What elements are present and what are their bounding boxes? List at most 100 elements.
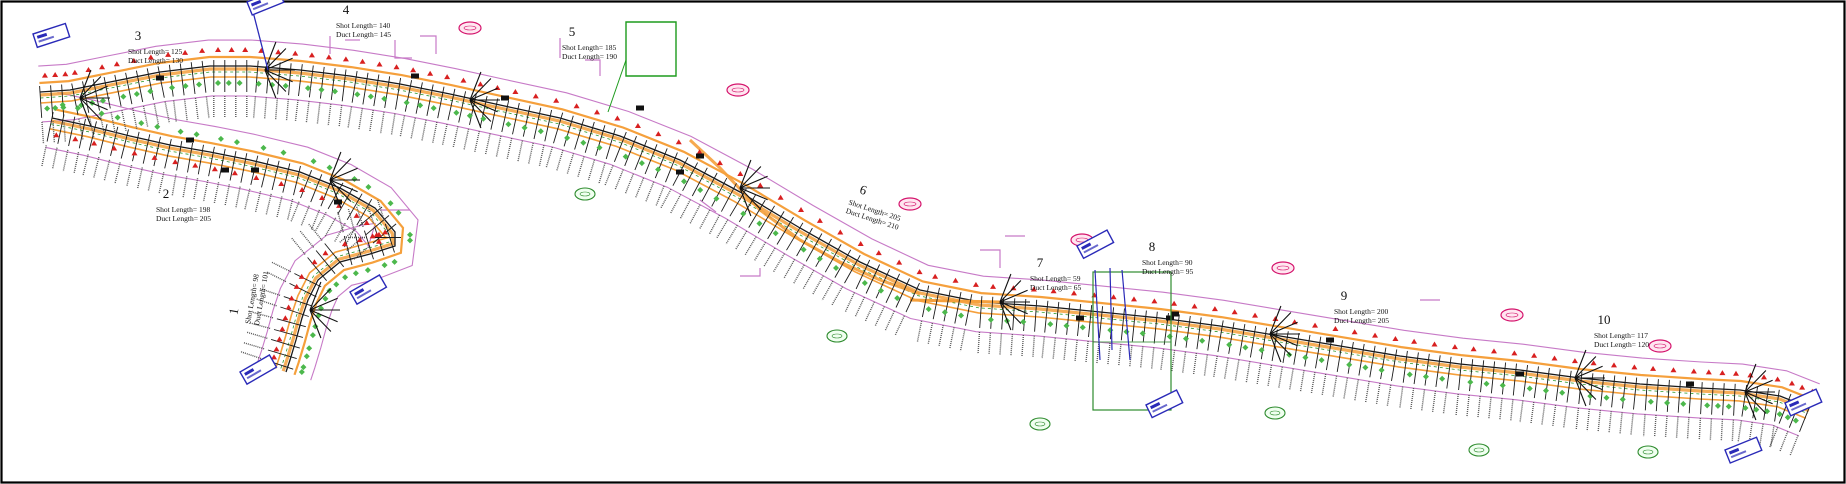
main-tick bbox=[1666, 379, 1670, 412]
vault-box bbox=[334, 199, 342, 205]
main-existing-utility bbox=[40, 71, 1808, 414]
conflict-marker bbox=[1231, 309, 1238, 315]
lower-station-label bbox=[347, 207, 355, 230]
lower-tick bbox=[88, 121, 97, 151]
lower-station-label bbox=[310, 209, 321, 231]
main-station-label bbox=[1789, 435, 1799, 457]
vegetation-marker bbox=[1286, 351, 1293, 358]
main-station-label bbox=[358, 108, 363, 131]
vegetation-marker bbox=[1302, 354, 1309, 361]
intersection-spoke bbox=[1744, 379, 1773, 393]
vegetation-marker bbox=[196, 81, 203, 88]
lower-tick bbox=[365, 215, 390, 236]
conflict-marker bbox=[165, 51, 172, 57]
main-tick bbox=[404, 80, 413, 112]
vault-callout-text-line bbox=[1730, 450, 1747, 459]
intersection-spoke bbox=[264, 57, 293, 71]
vegetation-marker bbox=[74, 105, 81, 112]
vegetation-marker bbox=[306, 345, 313, 352]
intersection-spoke bbox=[309, 297, 338, 311]
main-centerline bbox=[39, 65, 1811, 409]
vegetation-marker bbox=[638, 160, 645, 167]
vegetation-marker bbox=[1714, 402, 1721, 409]
main-tick bbox=[1304, 334, 1311, 367]
conflict-marker bbox=[1670, 367, 1677, 373]
segment-number: 6 bbox=[858, 182, 869, 198]
main-tick bbox=[1325, 338, 1333, 371]
vegetation-marker bbox=[958, 312, 965, 319]
duct-length: Duct Length= 205 bbox=[1334, 316, 1389, 325]
vegetation-marker bbox=[537, 128, 544, 135]
conflict-marker bbox=[41, 72, 48, 78]
intersection-spoke bbox=[329, 167, 358, 181]
main-tick bbox=[644, 144, 658, 175]
vegetation-marker bbox=[681, 178, 687, 185]
vegetation-marker bbox=[596, 144, 603, 151]
main-tick bbox=[1589, 373, 1594, 406]
main-tick bbox=[544, 109, 553, 142]
green-bubble-core bbox=[1034, 421, 1046, 427]
vegetation-marker bbox=[193, 131, 200, 138]
main-station-label bbox=[614, 169, 624, 191]
vegetation-marker bbox=[133, 90, 140, 97]
lower-tick bbox=[99, 123, 108, 154]
vegetation-marker bbox=[342, 274, 349, 281]
lower-property-line-south bbox=[45, 146, 376, 363]
main-station-label bbox=[441, 123, 448, 146]
main-tick bbox=[479, 95, 488, 128]
intersection-spoke bbox=[1574, 377, 1597, 400]
main-station-label bbox=[689, 204, 701, 225]
vault-callout-text-line bbox=[1150, 401, 1161, 410]
vault-box bbox=[676, 169, 684, 175]
vegetation-marker bbox=[941, 309, 948, 316]
main-station-label bbox=[1288, 368, 1294, 391]
lower-tick bbox=[289, 282, 317, 298]
main-tick bbox=[168, 64, 174, 97]
main-tick bbox=[574, 118, 585, 150]
main-station-label bbox=[1032, 335, 1035, 358]
main-tick bbox=[1458, 358, 1463, 391]
main-tick bbox=[605, 128, 616, 160]
vault-callout-text-line bbox=[252, 2, 269, 11]
main-station-label bbox=[802, 269, 815, 290]
duct-length: Duct Length= 120 bbox=[1594, 340, 1649, 349]
main-station-label bbox=[1737, 420, 1743, 443]
vegetation-marker bbox=[1020, 318, 1027, 325]
segment-number: 3 bbox=[135, 28, 142, 43]
main-tick bbox=[308, 65, 314, 98]
main-station-label bbox=[1575, 407, 1580, 430]
intersection-spoke bbox=[999, 301, 1028, 315]
intersection-spoke bbox=[79, 76, 102, 99]
duct-length: Duct Length= 145 bbox=[336, 30, 391, 39]
conflict-marker bbox=[325, 54, 332, 60]
lower-station-label bbox=[300, 205, 310, 227]
main-station-label bbox=[1021, 334, 1025, 357]
main-tick bbox=[844, 254, 861, 284]
main-station-label bbox=[1653, 415, 1657, 438]
conflict-marker bbox=[1151, 298, 1158, 304]
shot-length: Shot Length= 59 bbox=[1030, 274, 1081, 283]
main-station-label bbox=[644, 181, 655, 203]
vegetation-marker bbox=[580, 139, 587, 146]
vegetation-marker bbox=[1406, 371, 1413, 378]
vegetation-marker bbox=[177, 128, 184, 135]
main-station-label bbox=[916, 320, 923, 343]
main-station-label bbox=[1223, 357, 1229, 380]
main-station-label bbox=[263, 97, 267, 120]
conflict-marker bbox=[182, 49, 189, 55]
lower-tick bbox=[354, 233, 364, 263]
conflict-marker bbox=[1788, 380, 1795, 386]
main-station-label bbox=[338, 105, 343, 128]
main-station-label bbox=[183, 99, 188, 122]
vegetation-marker bbox=[417, 102, 424, 109]
shot-length: Shot Length= 200 bbox=[1334, 307, 1388, 316]
lower-tick bbox=[343, 235, 353, 266]
main-tick bbox=[1185, 315, 1191, 348]
conflict-marker bbox=[1511, 350, 1518, 356]
driveway-stub bbox=[394, 40, 412, 59]
main-property-line-north bbox=[38, 39, 1820, 385]
main-tick bbox=[584, 121, 595, 153]
main-tick bbox=[624, 136, 637, 167]
